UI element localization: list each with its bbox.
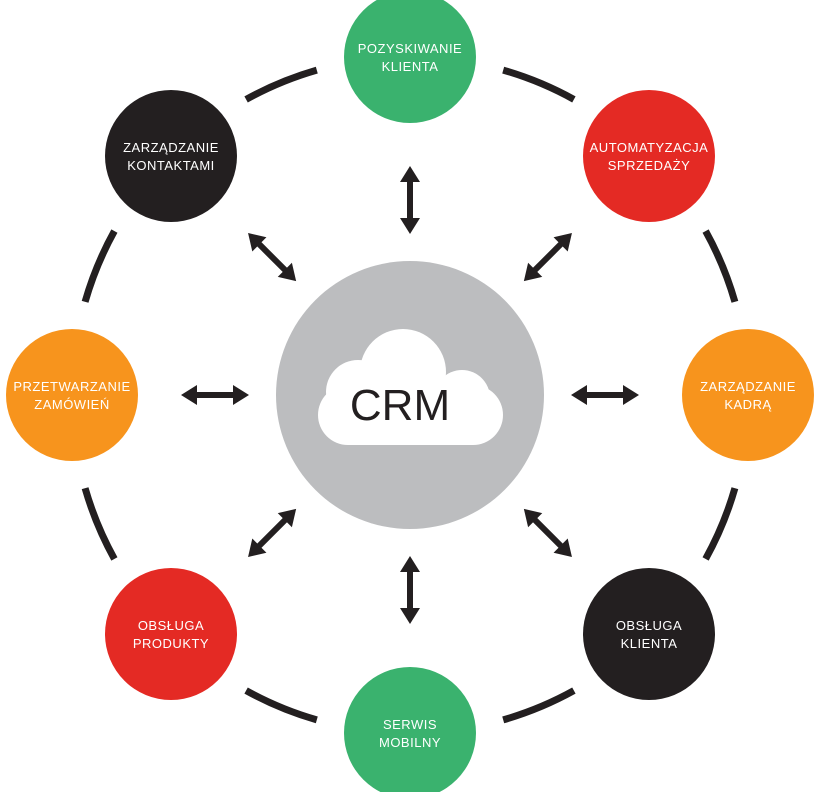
node-label: OBSŁUGA: [616, 618, 682, 633]
node-label: OBSŁUGA: [138, 618, 204, 633]
double-arrow-icon: [400, 166, 420, 234]
node-label: POZYSKIWANIE: [358, 41, 462, 56]
node-circle: [682, 329, 814, 461]
double-arrow-icon: [248, 233, 297, 282]
node-label: KADRĄ: [724, 397, 771, 412]
ring-arc: [244, 66, 318, 103]
arrows: [181, 166, 639, 624]
ring-arc: [702, 229, 739, 303]
node-obsluga-produkty: OBSŁUGA PRODUKTY: [105, 568, 237, 700]
ring-arc: [702, 487, 739, 561]
node-automatyzacja-sprzedazy: AUTOMATYZACJA SPRZEDAŻY: [583, 90, 715, 222]
crm-hub: CRM: [276, 261, 544, 529]
ring-arc: [502, 687, 576, 724]
node-label: ZARZĄDZANIE: [700, 379, 796, 394]
nodes: POZYSKIWANIE KLIENTA AUTOMATYZACJA SPRZEDAŻ…: [6, 0, 814, 792]
ring-arc: [81, 229, 118, 303]
node-label: SPRZEDAŻY: [608, 158, 691, 173]
node-circle: [583, 568, 715, 700]
node-przetwarzanie-zamowien: PRZETWARZANIE ZAMÓWIEŃ: [6, 329, 138, 461]
node-serwis-mobilny: SERWIS MOBILNY: [344, 667, 476, 792]
node-pozyskiwanie-klienta: POZYSKIWANIE KLIENTA: [344, 0, 476, 123]
node-label: KLIENTA: [621, 636, 678, 651]
node-circle: [6, 329, 138, 461]
node-label: PRZETWARZANIE: [13, 379, 130, 394]
double-arrow-icon: [523, 233, 572, 282]
node-label: AUTOMATYZACJA: [590, 140, 709, 155]
ring-arc: [81, 487, 118, 561]
node-label: KONTAKTAMI: [127, 158, 215, 173]
node-label: KLIENTA: [382, 59, 439, 74]
node-zarzadzanie-kadra: ZARZĄDZANIE KADRĄ: [682, 329, 814, 461]
node-label: ZAMÓWIEŃ: [34, 397, 110, 412]
double-arrow-icon: [181, 385, 249, 405]
hub-label: CRM: [350, 381, 450, 430]
node-zarzadzanie-kontaktami: ZARZĄDZANIE KONTAKTAMI: [105, 90, 237, 222]
ring-arc: [502, 66, 576, 103]
node-circle: [344, 0, 476, 123]
node-label: ZARZĄDZANIE: [123, 140, 219, 155]
node-label: MOBILNY: [379, 735, 441, 750]
node-circle: [105, 90, 237, 222]
double-arrow-icon: [571, 385, 639, 405]
ring-arc: [244, 687, 318, 724]
ring: [81, 66, 739, 724]
node-label: PRODUKTY: [133, 636, 209, 651]
node-circle: [105, 568, 237, 700]
node-obsluga-klienta: OBSŁUGA KLIENTA: [583, 568, 715, 700]
node-circle: [583, 90, 715, 222]
double-arrow-icon: [248, 508, 297, 557]
node-circle: [344, 667, 476, 792]
double-arrow-icon: [523, 508, 572, 557]
double-arrow-icon: [400, 556, 420, 624]
node-label: SERWIS: [383, 717, 437, 732]
cloud-icon: [318, 329, 503, 445]
